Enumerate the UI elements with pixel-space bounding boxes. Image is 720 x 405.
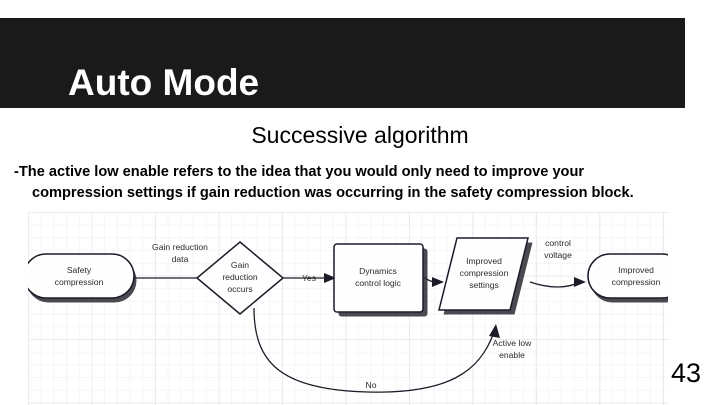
node-improved-compression: Improved compression: [587, 253, 668, 303]
node-label-safety-line2: compression: [55, 277, 104, 287]
slide-subtitle: Successive algorithm: [251, 122, 469, 148]
node-label-settings-line3: settings: [469, 280, 499, 290]
body-text: -The active low enable refers to the ide…: [14, 162, 714, 204]
node-label-diamond-line2: reduction: [222, 272, 258, 282]
svg-text:voltage: voltage: [544, 250, 572, 260]
node-label-dynamics-line1: Dynamics: [359, 266, 397, 276]
svg-text:enable: enable: [499, 350, 525, 360]
node-improved-compression-settings: Improved compression settings: [438, 237, 533, 315]
page-title: Auto Mode: [68, 62, 260, 103]
body-text-line-2: compression settings if gain reduction w…: [32, 185, 634, 201]
svg-text:Gain reduction: Gain reduction: [152, 242, 208, 252]
svg-text:control: control: [545, 238, 571, 248]
svg-text:data: data: [172, 254, 189, 264]
edge-settings-to-improved: [529, 277, 586, 288]
node-label-diamond-line1: Gain: [231, 260, 249, 270]
edge-label-yes: Yes: [302, 273, 316, 283]
svg-text:No: No: [366, 380, 377, 390]
node-label-improved-line2: compression: [612, 277, 661, 287]
edge-label-active-low-enable: Active low enable: [493, 338, 532, 360]
node-label-settings-line1: Improved: [466, 256, 502, 266]
node-gain-reduction-occurs: Gain reduction occurs: [195, 241, 285, 315]
edge-no-feedback: [253, 307, 500, 393]
title-banner: Auto Mode: [0, 18, 685, 108]
node-safety-compression: Safety compression: [28, 253, 137, 303]
node-dynamics-control-logic: Dynamics control logic: [333, 243, 428, 317]
edge-label-no: No: [366, 380, 377, 390]
node-label-improved-line1: Improved: [618, 265, 654, 275]
node-label-dynamics-line2: control logic: [355, 278, 402, 288]
node-label-safety-line1: Safety: [67, 265, 92, 275]
node-label-settings-line2: compression: [460, 268, 509, 278]
edge-diamond-to-dynamics: [282, 273, 336, 283]
edge-label-gain-reduction-data: Gain reduction data: [152, 242, 208, 264]
svg-text:Active low: Active low: [493, 338, 532, 348]
edge-label-control-voltage: control voltage: [544, 238, 572, 260]
body-text-line-1: -The active low enable refers to the ide…: [14, 164, 585, 180]
page-number: 43: [671, 358, 702, 388]
flowchart-diagram: Safety compression Gain reduction occurs…: [28, 212, 668, 405]
svg-text:Yes: Yes: [302, 273, 316, 283]
node-label-diamond-line3: occurs: [227, 284, 252, 294]
